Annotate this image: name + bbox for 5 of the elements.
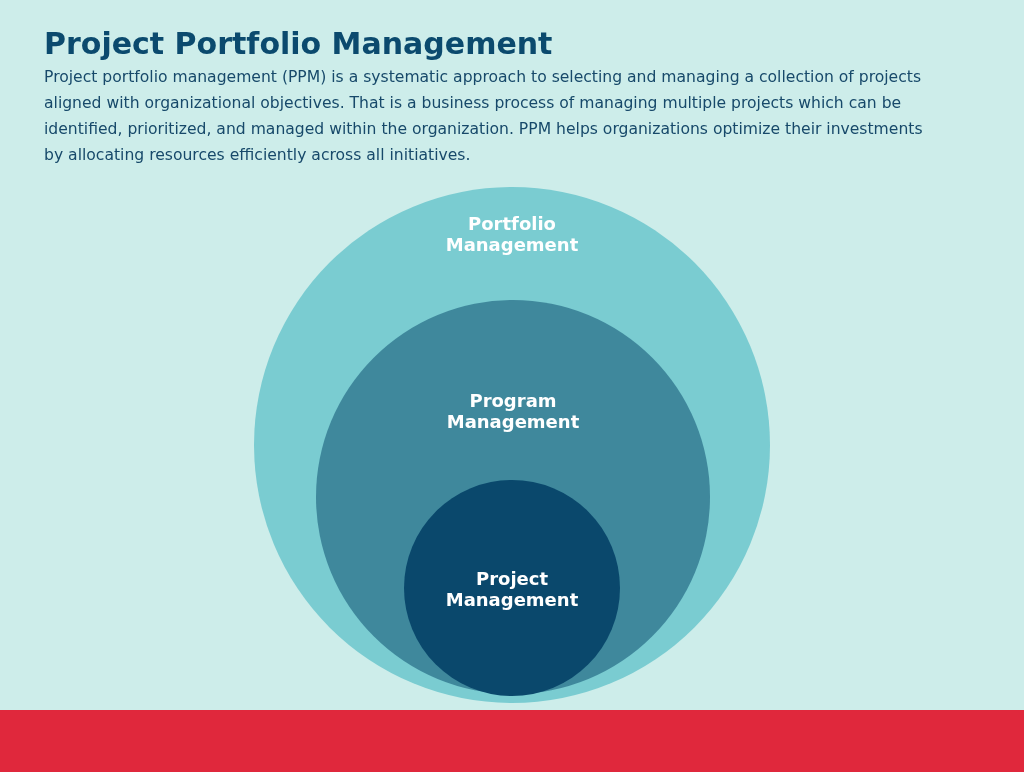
circle-label: Program Management bbox=[445, 390, 581, 432]
description-text: Project portfolio management (PPM) is a systematic approach to selecting and managing a collection of projects aligned with organizational objectives. That is a business process of managing multiple projects which can be identified, prioritized, and managed within the organization. PPM helps organizations optimize their investments by allocating resources efficiently across all initiatives. bbox=[44, 67, 924, 166]
circle-label: Portfolio Management bbox=[444, 213, 580, 255]
circle-label: Project Management bbox=[444, 568, 580, 610]
title: Project Portfolio Management bbox=[44, 26, 553, 62]
